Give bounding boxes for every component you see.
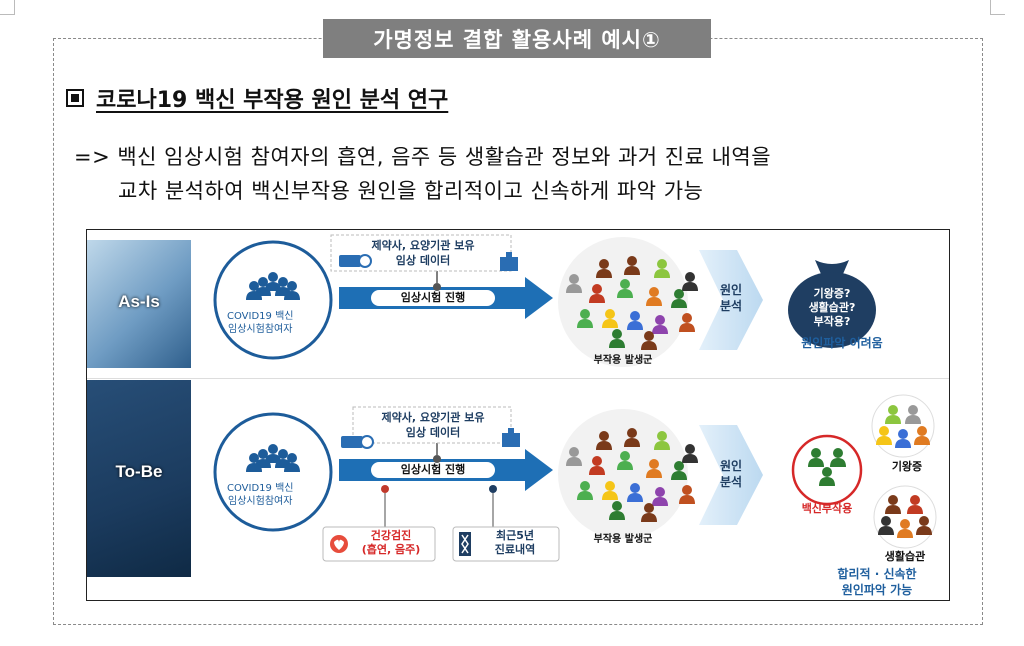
records-line2: 진료내역 (494, 543, 536, 556)
tobe-group-label: 부작용 발생군 (593, 534, 653, 545)
asis-trial-label: 임상시험 진행 (400, 291, 466, 304)
asis-result-label: 원인파악 어려움 (801, 336, 883, 350)
heart-icon (330, 535, 348, 553)
tobe-participants-line2: 임상시험참여자 (228, 496, 293, 507)
description-line-1: => 백신 임상시험 참여자의 흡연, 음주 등 생활습관 정보와 과거 진료 … (74, 145, 772, 169)
asis-analysis-line1: 원인 (719, 283, 743, 297)
asis-bag-line2: 생활습관? (808, 301, 856, 314)
tobe-result-label: 합리적 · 신속한 원인파악 가능 (817, 566, 937, 598)
page-corner-mark (990, 0, 1005, 15)
asis-bag-line3: 부작용? (813, 315, 851, 328)
records-box (452, 526, 560, 562)
asis-data-line2: 임상 데이터 (395, 254, 451, 267)
description-line-2: 교차 분석하여 백신부작용 원인을 합리적이고 신속하게 파악 가능 (118, 179, 704, 203)
asis-data-line1: 제약사, 요양기관 보유 (371, 239, 475, 252)
checkup-label: 건강검진 (흡연, 음주) (351, 529, 431, 557)
checkup-box (322, 526, 436, 562)
section-title: 가명정보 결합 활용사례 예시① (323, 19, 711, 58)
tobe-analysis-line1: 원인 (719, 459, 743, 473)
asis-analysis-line2: 분석 (719, 299, 743, 313)
tobe-participants-circle (213, 412, 333, 532)
case-heading: 코로나19 백신 부작용 원인 분석 연구 (66, 82, 448, 114)
tobe-trial-label: 임상시험 진행 (400, 463, 466, 476)
checkup-line1: 건강검진 (370, 529, 412, 542)
asis-bag-line1: 기왕증? (813, 287, 851, 300)
checkup-line2: (흡연, 음주) (361, 543, 421, 556)
xray-icon (459, 532, 471, 556)
tobe-result-line1: 합리적 · 신속한 (837, 567, 917, 581)
asis-side-effect-group-circle (558, 237, 688, 367)
asis-participants-circle (213, 240, 333, 360)
history-label: 기왕증 (891, 460, 923, 473)
tobe-data-box (352, 406, 512, 444)
records-label: 최근5년 진료내역 (477, 529, 553, 557)
tobe-analysis-line2: 분석 (719, 475, 743, 489)
comparison-diagram: As-Is To-Be (86, 229, 950, 601)
diagram-graphics (213, 234, 937, 562)
asis-photo-band (87, 240, 191, 368)
case-heading-text: 코로나19 백신 부작용 원인 분석 연구 (96, 88, 449, 113)
asis-pharmacy-icon (339, 254, 372, 268)
lifestyle-label: 생활습관 (884, 550, 926, 563)
bullet-square-icon (66, 89, 84, 107)
asis-group-label: 부작용 발생군 (593, 355, 653, 366)
asis-bag-label: 기왕증? 생활습관? 부작용? (792, 287, 872, 329)
asis-participants-line1: COVID19 백신 (227, 311, 294, 322)
asis-question-bag (788, 260, 876, 348)
tobe-participants-line1: COVID19 백신 (227, 483, 294, 494)
tobe-participants-label: COVID19 백신 임상시험참여자 (227, 482, 293, 508)
tobe-analysis-label: 원인 분석 (713, 458, 749, 490)
asis-hospital-icon (500, 252, 518, 271)
tobe-data-line2: 임상 데이터 (405, 426, 461, 439)
asis-label: As-Is (118, 292, 160, 311)
diagram-divider (87, 378, 949, 379)
page-corner-mark (0, 0, 15, 15)
tobe-data-line1: 제약사, 요양기관 보유 (381, 411, 485, 424)
tobe-hospital-icon (502, 428, 520, 447)
tobe-label: To-Be (115, 462, 163, 481)
asis-participants-line2: 임상시험참여자 (228, 324, 293, 335)
tobe-photo-band (87, 380, 191, 577)
records-line1: 최근5년 (495, 529, 534, 542)
side-effect-label: 백신부작용 (801, 502, 853, 515)
asis-data-label: 제약사, 요양기관 보유 임상 데이터 (352, 238, 494, 268)
tobe-side-effect-group-circle (558, 409, 688, 539)
asis-participants-label: COVID19 백신 임상시험참여자 (227, 310, 293, 336)
tobe-data-label: 제약사, 요양기관 보유 임상 데이터 (363, 410, 503, 440)
tobe-result-line2: 원인파악 가능 (841, 583, 913, 597)
asis-analysis-label: 원인 분석 (713, 282, 749, 314)
asis-analysis-arrow (699, 250, 763, 350)
tobe-pharmacy-icon (341, 435, 374, 449)
tobe-analysis-arrow (699, 425, 763, 525)
